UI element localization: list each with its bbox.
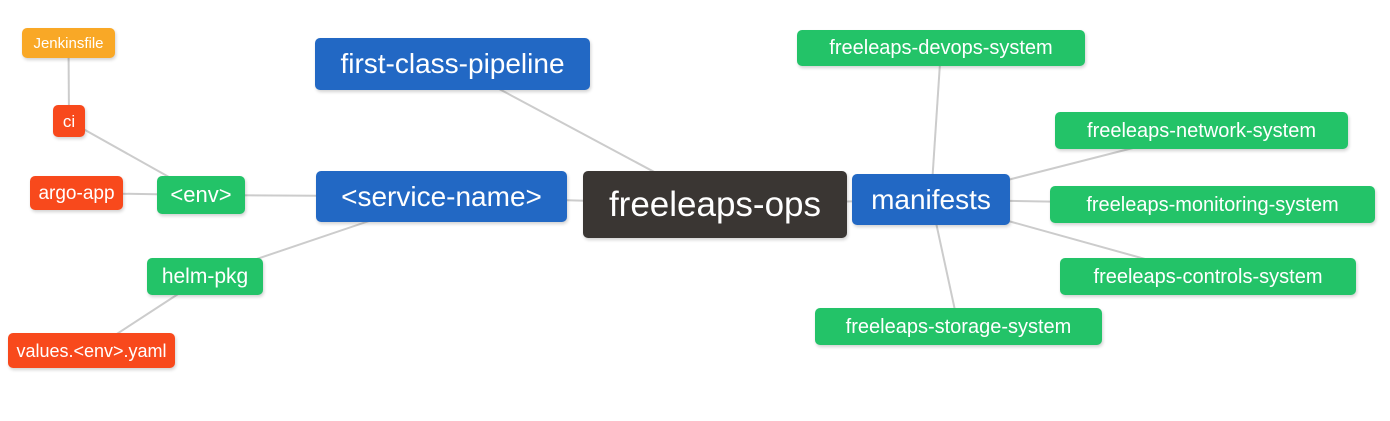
node-label-argo-app: argo-app — [38, 182, 115, 204]
node-manifests[interactable]: manifests — [852, 174, 1010, 225]
node-label-freeleaps-ops: freeleaps-ops — [608, 185, 822, 224]
node-label-jenkinsfile: Jenkinsfile — [33, 34, 104, 52]
node-storage[interactable]: freeleaps-storage-system — [815, 308, 1102, 345]
node-label-env: <env> — [170, 182, 232, 207]
node-network[interactable]: freeleaps-network-system — [1055, 112, 1348, 149]
node-controls[interactable]: freeleaps-controls-system — [1060, 258, 1356, 295]
node-env[interactable]: <env> — [157, 176, 245, 214]
node-devops[interactable]: freeleaps-devops-system — [797, 30, 1085, 66]
node-monitoring[interactable]: freeleaps-monitoring-system — [1050, 186, 1375, 223]
node-service-name[interactable]: <service-name> — [316, 171, 567, 222]
node-first-class-pipeline[interactable]: first-class-pipeline — [315, 38, 590, 90]
node-label-controls: freeleaps-controls-system — [1093, 265, 1323, 288]
node-argo-app[interactable]: argo-app — [30, 176, 123, 210]
node-ci[interactable]: ci — [53, 105, 85, 137]
node-jenkinsfile[interactable]: Jenkinsfile — [22, 28, 115, 58]
node-label-values-env-yaml: values.<env>.yaml — [16, 340, 167, 361]
node-freeleaps-ops[interactable]: freeleaps-ops — [583, 171, 847, 238]
node-label-network: freeleaps-network-system — [1087, 119, 1316, 142]
node-label-service-name: <service-name> — [341, 180, 542, 212]
node-helm-pkg[interactable]: helm-pkg — [147, 258, 263, 295]
node-label-first-class-pipeline: first-class-pipeline — [340, 48, 565, 79]
node-label-storage: freeleaps-storage-system — [845, 315, 1072, 338]
node-label-ci: ci — [62, 111, 76, 131]
node-values-env-yaml[interactable]: values.<env>.yaml — [8, 333, 175, 368]
node-label-monitoring: freeleaps-monitoring-system — [1086, 193, 1339, 216]
node-label-devops: freeleaps-devops-system — [829, 37, 1053, 59]
node-label-helm-pkg: helm-pkg — [161, 265, 249, 288]
node-label-manifests: manifests — [871, 183, 991, 215]
